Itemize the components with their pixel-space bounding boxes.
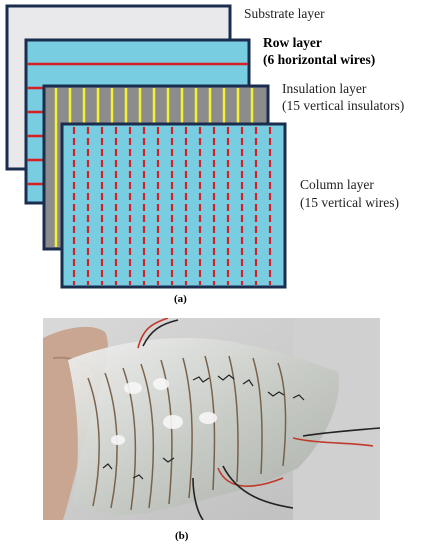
flexible-sensor-photo	[43, 318, 380, 520]
insulation-label-title: Insulation layer	[282, 81, 367, 96]
insulation-label-detail: (15 vertical insulators)	[282, 98, 405, 113]
row-label-detail: (6 horizontal wires)	[263, 52, 376, 67]
layer-stack-diagram	[5, 4, 287, 289]
column-layer	[60, 122, 287, 289]
column-wires	[72, 127, 272, 285]
flexible-sheet	[68, 337, 339, 515]
caption-b: (b)	[175, 530, 189, 542]
column-label-title: Column layer	[300, 177, 374, 192]
column-label-detail: (15 vertical wires)	[300, 195, 399, 210]
substrate-label: Substrate layer	[244, 6, 325, 21]
caption-a: (a)	[174, 293, 187, 305]
row-label-title: Row layer	[263, 35, 322, 50]
